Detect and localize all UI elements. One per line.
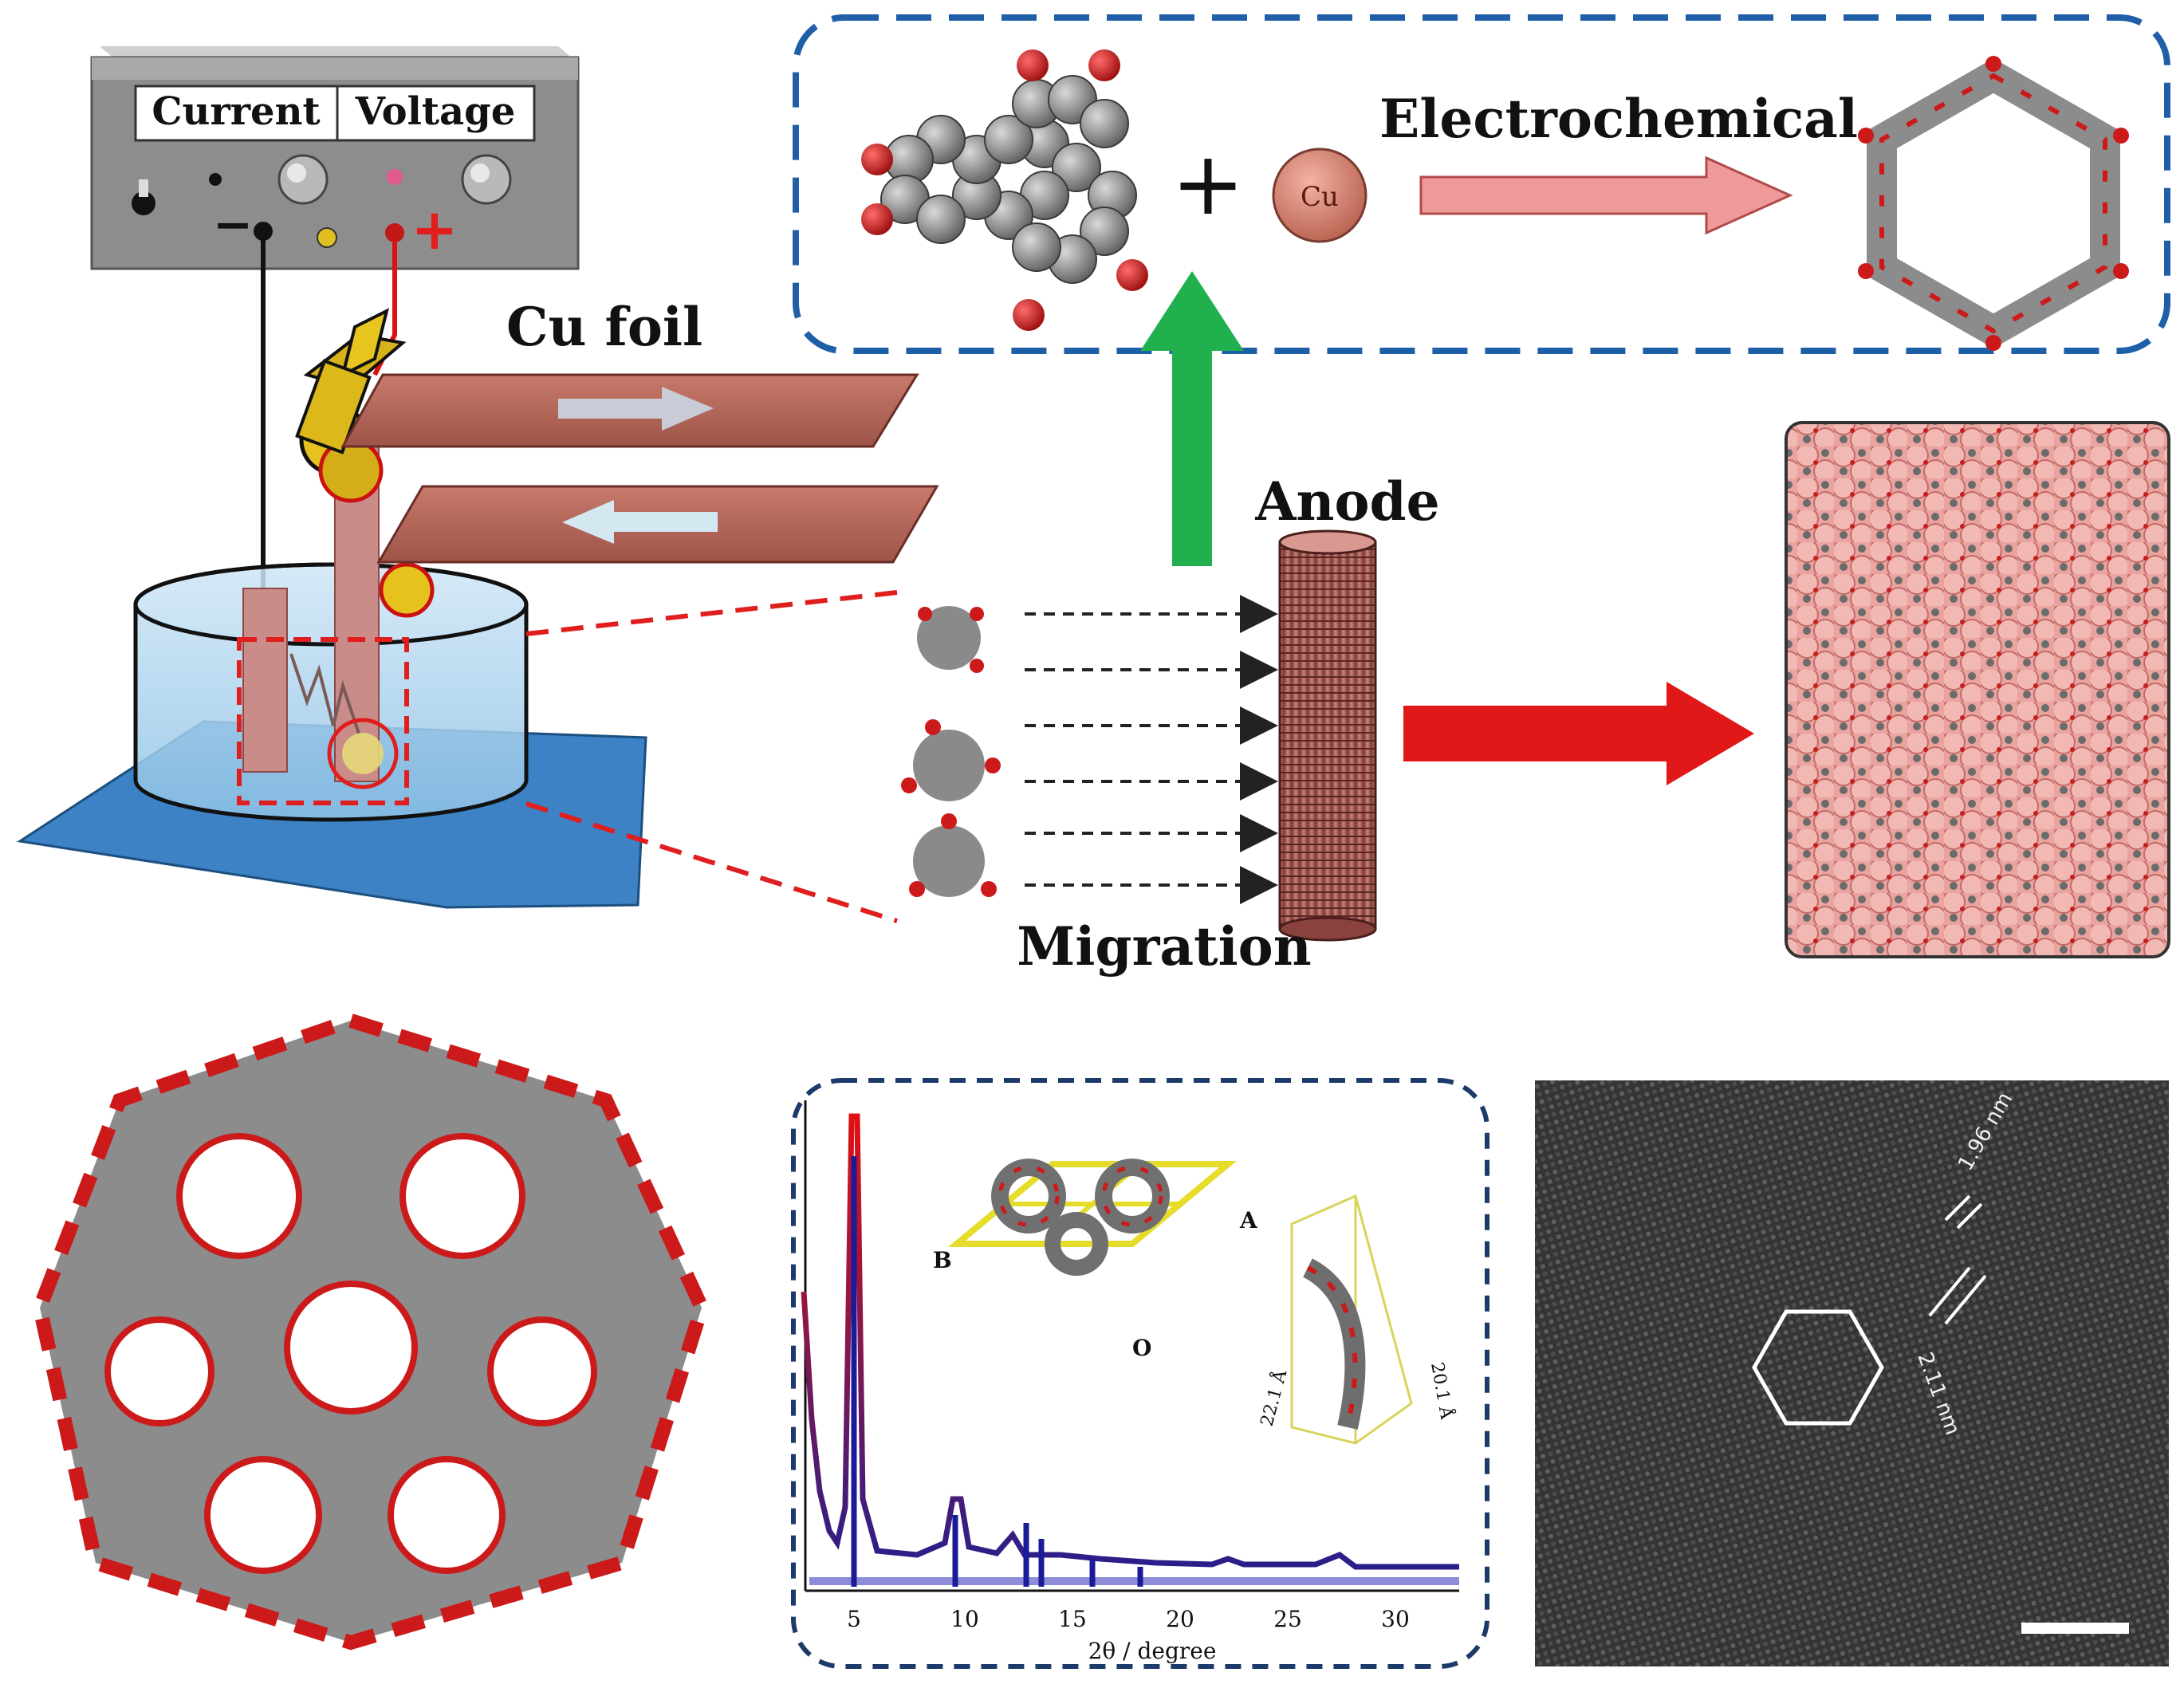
electrochemical-label: Electrochemical — [1379, 88, 1858, 150]
spacing-marker-1 — [1944, 1194, 1983, 1230]
plus-terminal-icon[interactable] — [385, 223, 404, 242]
lattice-label-b: B — [933, 1247, 952, 1273]
migration-arrows — [1025, 595, 1278, 904]
spacing-marker-2 — [1928, 1266, 1987, 1325]
ground-terminal-icon — [317, 227, 337, 248]
xrd-simulated-bars — [851, 1156, 1143, 1587]
anode-label: Anode — [1254, 470, 1439, 533]
power-switch-icon[interactable] — [132, 179, 155, 215]
cu-foil-top-sheet — [340, 373, 919, 448]
reaction-plus-sign: + — [1171, 132, 1245, 234]
voltage-indicator-icon — [387, 169, 403, 185]
voltage-knob[interactable] — [461, 154, 512, 205]
xrd-tick-5: 5 — [847, 1606, 861, 1632]
xrd-pattern-panel: 5 10 15 20 25 30 2θ / degree A B O — [791, 1078, 1489, 1669]
copper-surface-lattice — [1785, 421, 2170, 958]
green-up-arrow — [1140, 271, 1244, 566]
unit-cell-top-view: A B O — [933, 1159, 1258, 1361]
lattice-label-o: O — [1132, 1335, 1151, 1361]
zoom-line-bottom — [525, 801, 898, 923]
zoom-line-top — [525, 590, 898, 636]
hrtem-image-panel: 1.96 nm 2.11 nm — [1535, 1080, 2169, 1666]
electrochemical-cell — [16, 446, 647, 909]
plus-terminal-label: + — [411, 197, 458, 262]
reaction-arrow — [1419, 155, 1793, 235]
unit-cell-side-view: 22.1 Å 20.1 Å — [1255, 1194, 1458, 1445]
xrd-tick-30: 30 — [1381, 1606, 1410, 1632]
migration-label: Migration — [1017, 915, 1311, 978]
cu-foil-label: Cu foil — [506, 296, 702, 358]
reaction-scheme-frame — [793, 14, 2170, 354]
indicator-light-icon — [209, 173, 222, 186]
mof-honeycomb-structure — [32, 1013, 710, 1651]
dendrite-deposit — [289, 653, 360, 734]
minus-terminal-label: − — [213, 197, 253, 253]
cu-hhtp-framework-ring — [1858, 56, 2129, 351]
xrd-tick-10: 10 — [950, 1606, 979, 1632]
ligand-small-3 — [909, 813, 997, 897]
red-right-arrow — [1403, 682, 1754, 785]
xrd-experimental-curve — [801, 1113, 1459, 1570]
zoom-region — [237, 637, 409, 805]
left-arrow-icon — [562, 500, 718, 544]
xrd-tick-20: 20 — [1166, 1606, 1194, 1632]
xrd-frame — [791, 1078, 1489, 1669]
cell-dimension-1: 22.1 Å — [1255, 1367, 1292, 1429]
lattice-label-a: A — [1239, 1207, 1258, 1234]
xrd-ticks: 5 10 15 20 25 30 — [847, 1606, 1410, 1632]
cathode-foil — [242, 588, 288, 773]
cu-atom-label: Cu — [1301, 181, 1339, 213]
cu-foil-bottom-sheet — [376, 485, 939, 564]
xrd-tick-15: 15 — [1058, 1606, 1087, 1632]
xrd-tick-25: 25 — [1273, 1606, 1302, 1632]
ligand-small-1 — [917, 606, 984, 673]
cu-atom: Cu — [1272, 148, 1367, 243]
voltage-label: Voltage — [355, 89, 515, 134]
scale-bar — [2021, 1623, 2129, 1634]
hhtp-ligand-molecule — [861, 49, 1148, 331]
xrd-x-axis-label: 2θ / degree — [1088, 1638, 1217, 1664]
hexagon-overlay — [1752, 1309, 1884, 1426]
power-supply: Current Voltage − + — [90, 46, 580, 270]
beaker — [133, 562, 529, 822]
foil-sample-marker — [327, 718, 399, 789]
power-supply-display: Current Voltage — [134, 85, 536, 142]
minus-terminal-icon[interactable] — [254, 222, 273, 241]
anode-cylinder — [1278, 529, 1377, 942]
current-label: Current — [152, 89, 320, 134]
right-arrow-icon — [558, 387, 714, 431]
cell-dimension-2: 20.1 Å — [1426, 1360, 1458, 1422]
current-knob[interactable] — [277, 154, 329, 205]
ligand-small-2 — [901, 719, 1001, 801]
foil-roller — [295, 308, 435, 618]
